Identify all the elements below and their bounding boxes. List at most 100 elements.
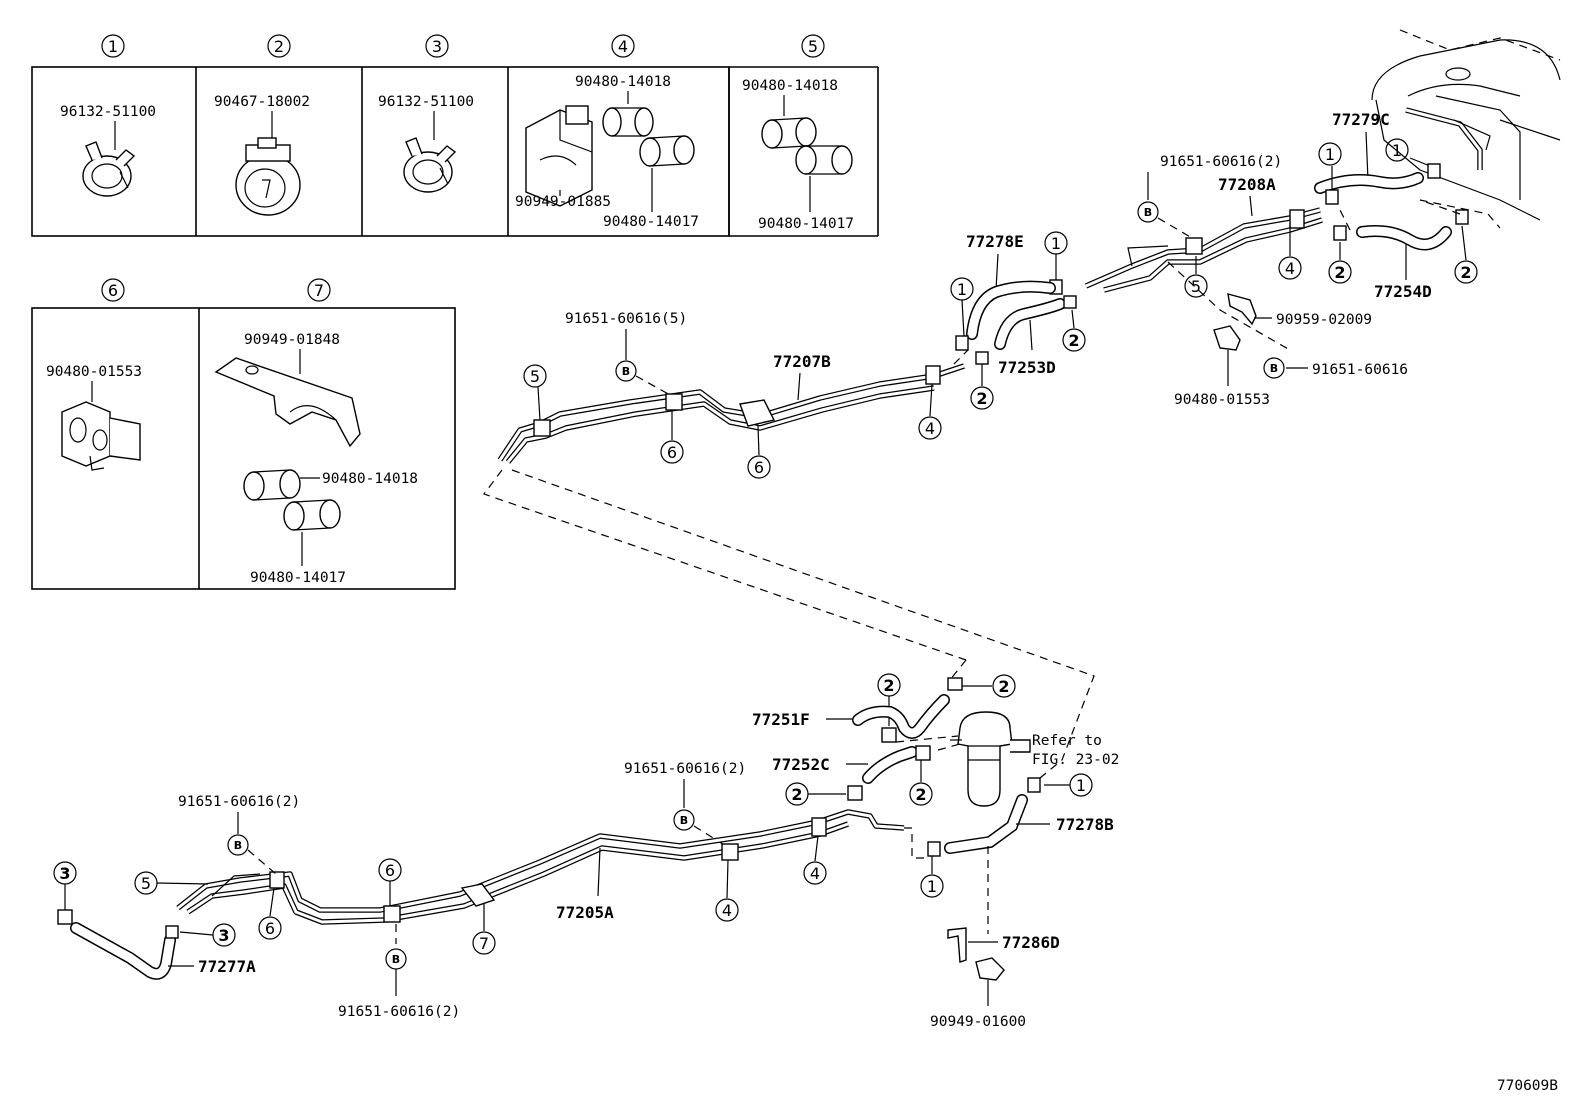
bracket-icon bbox=[214, 357, 361, 448]
callout-1: 1 bbox=[1044, 231, 1068, 255]
hose-clip-icon bbox=[82, 141, 136, 197]
svg-text:5: 5 bbox=[141, 874, 151, 893]
bolt-marker-b: B bbox=[673, 809, 695, 831]
grommet-icon bbox=[795, 145, 853, 175]
svg-text:6: 6 bbox=[385, 861, 395, 880]
diagram-id: 770609B bbox=[1497, 1078, 1558, 1094]
svg-text:2: 2 bbox=[791, 785, 802, 804]
clamp-icon bbox=[61, 401, 141, 471]
label-77286D: 77286D bbox=[1002, 933, 1060, 952]
label-77277A: 77277A bbox=[198, 957, 256, 976]
callout-1: 1 bbox=[1318, 142, 1342, 166]
svg-text:4: 4 bbox=[810, 864, 820, 883]
svg-text:2: 2 bbox=[883, 676, 894, 695]
box-5-label-a: 90480-14018 bbox=[742, 78, 838, 94]
bolt-label-top-2: 91651-60616(2) bbox=[1160, 154, 1282, 170]
box-2-label: 90467-18002 bbox=[214, 94, 310, 110]
callout-6: 6 bbox=[258, 916, 282, 940]
label-77205A: 77205A bbox=[556, 903, 614, 922]
label-77208A: 77208A bbox=[1218, 175, 1276, 194]
callout-2: 2 bbox=[909, 782, 933, 806]
svg-text:1: 1 bbox=[1051, 234, 1061, 253]
svg-text:3: 3 bbox=[59, 864, 70, 883]
bolt-marker-b: B bbox=[385, 948, 407, 970]
svg-text:5: 5 bbox=[530, 367, 540, 386]
label-90949-01600: 90949-01600 bbox=[930, 1014, 1026, 1030]
label-77207B: 77207B bbox=[773, 352, 831, 371]
grommet-icon bbox=[761, 117, 817, 149]
svg-text:4: 4 bbox=[722, 901, 732, 920]
bolt-marker-b: B bbox=[615, 360, 637, 382]
callout-5: 5 bbox=[134, 871, 158, 895]
grommet-icon bbox=[639, 135, 695, 167]
svg-text:B: B bbox=[1144, 206, 1152, 219]
svg-text:6: 6 bbox=[667, 443, 677, 462]
svg-text:B: B bbox=[622, 365, 630, 378]
clip-90949-01600-icon bbox=[975, 957, 1005, 981]
svg-text:6: 6 bbox=[754, 458, 764, 477]
refer-note-line2: FIG. 23-02 bbox=[1032, 752, 1119, 768]
bolt-label-right: 91651-60616 bbox=[1312, 362, 1408, 378]
svg-text:5: 5 bbox=[808, 37, 818, 56]
callout-1: 1 bbox=[950, 277, 974, 301]
bolt-marker-b: B bbox=[1137, 201, 1159, 223]
svg-text:3: 3 bbox=[432, 37, 442, 56]
callout-2: 2 bbox=[1328, 260, 1352, 284]
box-7-label-c: 90480-14017 bbox=[250, 570, 346, 586]
callout-6: 6 bbox=[378, 858, 402, 882]
svg-text:4: 4 bbox=[925, 419, 935, 438]
callout-4: 4 bbox=[715, 898, 739, 922]
grommet-icon bbox=[243, 469, 301, 501]
bracket-90959-02009-icon bbox=[1227, 293, 1257, 326]
svg-text:1: 1 bbox=[927, 877, 937, 896]
label-77254D: 77254D bbox=[1374, 282, 1432, 301]
bolt-label-top-5: 91651-60616(5) bbox=[565, 311, 687, 327]
label-90480-01553: 90480-01553 bbox=[1174, 392, 1270, 408]
svg-text:2: 2 bbox=[1068, 331, 1079, 350]
callout-2: 2 bbox=[992, 674, 1016, 698]
refer-note-line1: Refer to bbox=[1032, 733, 1102, 749]
callout-6: 6 bbox=[660, 440, 684, 464]
callout-3: 3 bbox=[53, 861, 77, 885]
hose-clip-icon bbox=[403, 137, 457, 193]
band-clamp-icon bbox=[235, 137, 301, 216]
svg-text:1: 1 bbox=[1325, 145, 1335, 164]
svg-text:2: 2 bbox=[1334, 263, 1345, 282]
svg-text:2: 2 bbox=[976, 389, 987, 408]
box-row-second bbox=[31, 307, 456, 590]
svg-text:B: B bbox=[234, 839, 242, 852]
svg-text:4: 4 bbox=[1285, 259, 1295, 278]
svg-text:4: 4 bbox=[618, 37, 628, 56]
bolt-label-low-left: 91651-60616(2) bbox=[178, 794, 300, 810]
callout-4: 4 bbox=[1278, 256, 1302, 280]
svg-text:3: 3 bbox=[218, 926, 229, 945]
box-4-label-a: 90480-14018 bbox=[575, 74, 671, 90]
callout-4: 4 bbox=[918, 416, 942, 440]
svg-text:1: 1 bbox=[1076, 776, 1086, 795]
svg-text:2: 2 bbox=[1460, 263, 1471, 282]
label-77251F: 77251F bbox=[752, 710, 810, 729]
box-5-header: 5 bbox=[801, 34, 825, 58]
label-90959-02009: 90959-02009 bbox=[1276, 312, 1372, 328]
box-7-label-b: 90480-14018 bbox=[322, 471, 418, 487]
callout-2: 2 bbox=[785, 782, 809, 806]
svg-text:6: 6 bbox=[265, 919, 275, 938]
box-row-top bbox=[31, 66, 879, 237]
svg-text:5: 5 bbox=[1191, 277, 1201, 296]
label-77252C: 77252C bbox=[772, 755, 830, 774]
clamp-90480-01553-icon bbox=[1213, 325, 1241, 351]
callout-7: 7 bbox=[472, 931, 496, 955]
callout-2: 2 bbox=[1062, 328, 1086, 352]
box-1-label: 96132-51100 bbox=[60, 104, 156, 120]
label-77253D: 77253D bbox=[998, 358, 1056, 377]
box-3-label: 96132-51100 bbox=[378, 94, 474, 110]
callout-2: 2 bbox=[1454, 260, 1478, 284]
svg-text:B: B bbox=[1270, 362, 1278, 375]
box-1-header: 1 bbox=[101, 34, 125, 58]
label-77278B: 77278B bbox=[1056, 815, 1114, 834]
svg-text:7: 7 bbox=[314, 281, 324, 300]
label-77279C: 77279C bbox=[1332, 110, 1390, 129]
fuel-tank bbox=[1371, 29, 1561, 221]
callout-1: 1 bbox=[1385, 138, 1409, 162]
